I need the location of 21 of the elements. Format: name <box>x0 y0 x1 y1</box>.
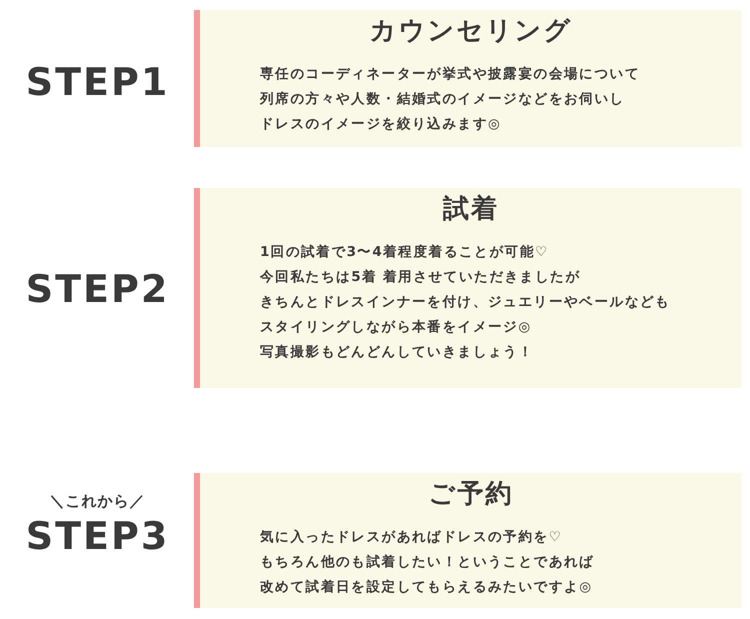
step-description: スタイリングしながら本番をイメージ◎ <box>260 318 532 337</box>
step-heading: カウンセリング <box>370 15 572 48</box>
step-description: 改めて試着日を設定してもらえるみたいですよ◎ <box>260 578 594 597</box>
step-card <box>194 188 742 388</box>
step-description: 1回の試着で3〜4着程度着ることが可能♡ <box>260 243 550 262</box>
step-card <box>194 10 742 147</box>
step-description: きちんとドレスインナーを付け、ジュエリーやベールなども <box>260 293 672 312</box>
step-heading: 試着 <box>443 193 499 226</box>
step-description: もちろん他のも試着したい！ということであれば <box>260 553 596 572</box>
step-caption: ＼これから／ <box>50 491 146 512</box>
step-description: 今回私たちは5着 着用させていただきましたが <box>260 268 582 287</box>
step-card <box>194 473 742 608</box>
step-label: STEP2 <box>26 266 170 313</box>
step-label: STEP3 <box>26 513 170 560</box>
step-description: ドレスのイメージを絞り込みます◎ <box>260 115 502 134</box>
step-description: 列席の方々や人数・結婚式のイメージなどをお伺いし <box>260 90 626 109</box>
step-description: 専任のコーディネーターが挙式や披露宴の会場について <box>260 65 641 84</box>
step-description: 写真撮影もどんどんしていきましょう！ <box>260 343 535 362</box>
step-description: 気に入ったドレスがあればドレスの予約を♡ <box>260 528 564 547</box>
step-label: STEP1 <box>26 59 170 106</box>
step-heading: ご予約 <box>428 478 514 511</box>
